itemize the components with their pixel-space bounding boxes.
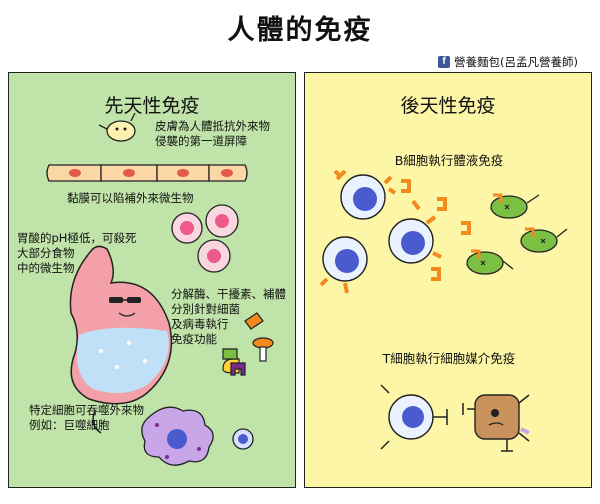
innate-illustrations <box>46 112 274 466</box>
t-cell-icon <box>380 384 448 450</box>
t-cell-text: T細胞執行細胞媒介免疫 <box>382 351 516 366</box>
adaptive-heading: 後天性免疫 <box>400 95 496 117</box>
adaptive-immunity-panel: 後天性免疫 <box>304 72 592 488</box>
facebook-icon: f <box>438 56 451 68</box>
page-title: 人體的免疫 <box>227 15 373 46</box>
b-cell-text: B細胞執行體液免疫 <box>394 153 504 168</box>
infected-cell-icon <box>462 394 530 452</box>
skin-barrier-text: 皮膚為人體抵抗外來物 侵襲的第一道屏障 <box>155 119 270 148</box>
mucosa-cells-icon <box>171 204 239 273</box>
stomach-icon <box>69 245 173 434</box>
mucosa-text: 黏膜可以陷補外來微生物 <box>67 191 194 205</box>
macrophage-icon <box>141 406 254 466</box>
innate-heading: 先天性免疫 <box>104 95 200 117</box>
germ-icon <box>466 193 568 275</box>
innate-immunity-panel: 先天性免疫 <box>8 72 296 488</box>
antibody-icon <box>401 179 471 281</box>
skin-cells-icon <box>46 164 248 182</box>
stomach-acid-text: 胃酸的pH極低，可殺死 大部分食物 中的微生物 <box>17 231 137 275</box>
skin-bacterium-icon <box>98 112 136 142</box>
adaptive-illustrations <box>319 169 568 452</box>
phagocyte-text: 特定細胞可吞噬外來物 例如：巨噬細胞 <box>29 403 144 432</box>
credit-text: 營養麵包(呂孟凡營養師) <box>454 55 578 69</box>
enzymes-text: 分解酶、干擾素、補體 分別針對細菌 及病毒執行 免疫功能 <box>171 287 286 346</box>
enzyme-shapes-icon <box>222 312 274 376</box>
author-credit[interactable]: f 營養麵包(呂孟凡營養師) <box>438 54 578 70</box>
b-cell-icon <box>319 169 442 294</box>
